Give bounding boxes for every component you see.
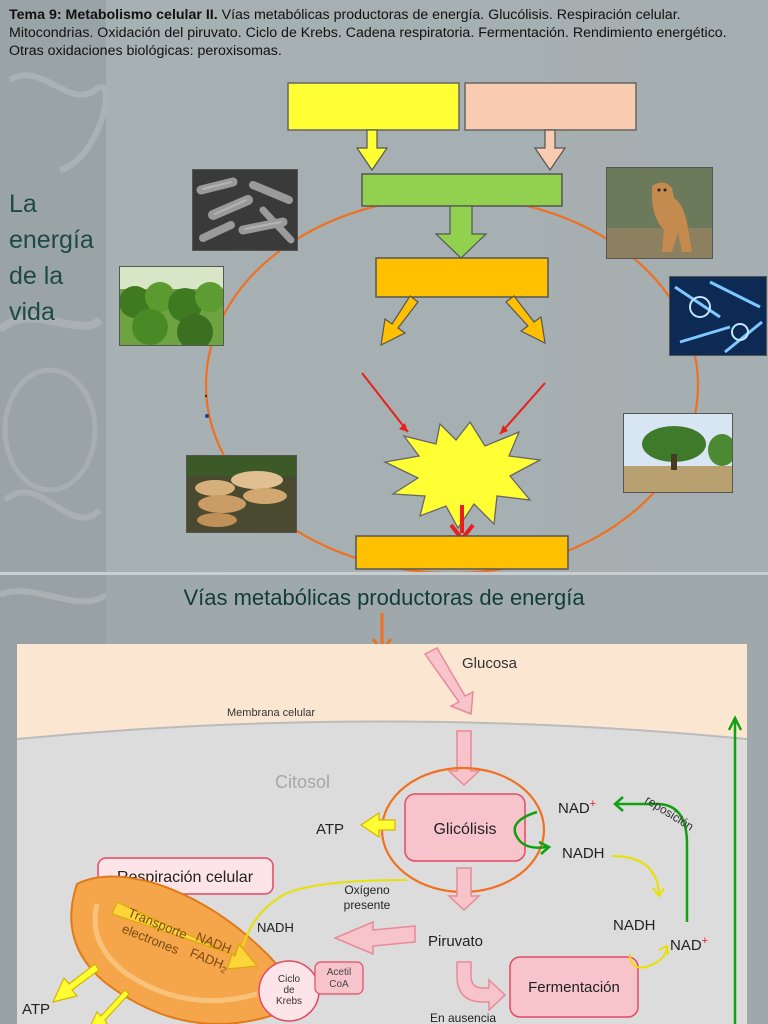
- nad-plus-label-2: NAD+: [670, 935, 708, 954]
- orange-box-bottom: [355, 535, 569, 570]
- fermentacion-box: [509, 956, 639, 1018]
- oxigeno-arrow: [333, 920, 416, 956]
- fermentacion-label: Fermentación: [528, 979, 620, 996]
- sidebar-texture: [0, 0, 106, 575]
- to-fermentacion-arrow: [456, 961, 507, 1012]
- glicolisis-box: [404, 793, 526, 862]
- de-label: de: [283, 985, 295, 996]
- presente-label: presente: [344, 898, 391, 912]
- nadh-label-1: NADH: [562, 845, 605, 862]
- acetil-coa-box: [314, 961, 364, 995]
- glicolisis-label: Glicólisis: [433, 821, 496, 838]
- transporte-arrow: [111, 901, 259, 970]
- red-arrow-right: [499, 382, 546, 435]
- to-piruvato-arrow: [447, 867, 481, 912]
- right-diagonal-arrow: [505, 295, 546, 345]
- diatoms-photo: [669, 276, 767, 356]
- peach-box: [464, 82, 637, 131]
- glucosa-arrow: [423, 647, 474, 716]
- atp-bottom-label: ATP: [22, 1001, 51, 1018]
- header-text: Tema 9: Metabolismo celular II. Vías met…: [9, 6, 729, 60]
- tree-photo: [623, 413, 733, 493]
- header-bold: Tema 9: Metabolismo celular II.: [9, 7, 218, 23]
- energy-flow-diagram: [204, 82, 700, 575]
- oxigeno-label: Oxígeno: [344, 883, 390, 897]
- orange-box-middle: [375, 257, 549, 298]
- side-title-line: La: [9, 190, 37, 218]
- coa-label: CoA: [329, 979, 349, 990]
- slide2-title: Vías metabólicas productoras de energía: [183, 585, 585, 610]
- side-title-line: de la: [9, 262, 64, 290]
- nadh-label-2: NADH: [613, 917, 656, 934]
- puma-photo: [606, 167, 713, 259]
- atp-bottom-arrow: [51, 963, 100, 1003]
- atp-top-label: ATP: [316, 821, 344, 838]
- header-rest: Vías metabólicas productoras de energía.…: [9, 7, 727, 59]
- nad-plus-label-1: NAD+: [558, 798, 596, 817]
- ausencia-label: En ausencia: [430, 1011, 496, 1024]
- peach-down-arrow: [533, 129, 567, 172]
- membrana-label: Membrana celular: [227, 707, 315, 719]
- citosol-label: Citosol: [275, 772, 330, 792]
- energy-starburst: [382, 420, 543, 530]
- to-glicolisis-arrow: [447, 730, 481, 787]
- fungi-photo: [186, 455, 297, 533]
- side-title: La energía de la vida: [9, 186, 109, 330]
- atp-bottom-arrow-2: [90, 989, 130, 1024]
- side-title-line: vida: [9, 298, 55, 326]
- green-down-arrow: [434, 205, 488, 259]
- left-diagonal-arrow: [380, 295, 419, 347]
- nadh-left-label: NADH: [257, 920, 294, 935]
- slide-divider: [0, 572, 768, 575]
- metabolic-pathways-diagram: Glucosa Membrana celular Citosol Glicóli…: [17, 644, 747, 1024]
- slide-vias-metabolicas: Vías metabólicas productoras de energía …: [0, 575, 768, 1024]
- reposicion-arrow: [617, 802, 689, 922]
- slide-energia-vida: Tema 9: Metabolismo celular II. Vías met…: [0, 0, 768, 575]
- atp-top-arrow: [359, 811, 396, 839]
- red-arrow-left: [361, 372, 409, 433]
- piruvato-label: Piruvato: [428, 933, 483, 950]
- glucosa-label: Glucosa: [462, 655, 518, 672]
- yellow-box: [287, 82, 460, 131]
- green-box: [361, 173, 563, 207]
- ciclo-label: Ciclo: [278, 974, 301, 985]
- acetil-label: Acetil: [327, 967, 351, 978]
- krebs-label: Krebs: [276, 996, 302, 1007]
- side-title-line: energía: [9, 226, 94, 254]
- moss-photo: [119, 266, 224, 346]
- yellow-down-arrow: [355, 129, 389, 172]
- bacteria-photo: [192, 169, 298, 251]
